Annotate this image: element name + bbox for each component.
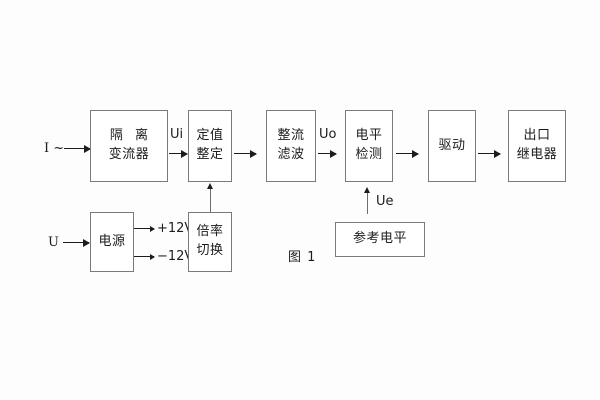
signal-label-uo: Uo — [319, 127, 337, 142]
block-setting-value: 定值 整定 — [188, 110, 232, 182]
block-isolating-converter-line1: 隔 离 — [109, 128, 153, 144]
block-output-relay-line2: 继电器 — [516, 147, 558, 162]
block-rectify-filter-line2: 滤波 — [277, 147, 305, 162]
block-drive: 驱动 — [428, 110, 476, 182]
block-multiplier-switch-line2: 切换 — [196, 243, 224, 258]
block-isolating-converter-line2: 变流器 — [108, 147, 150, 162]
block-output-relay: 出口 继电器 — [508, 110, 566, 182]
block-reference-level: 参考电平 — [335, 222, 425, 257]
arrow-input-to-power-supply — [63, 238, 90, 247]
rail-label-positive: +12V — [157, 221, 194, 236]
arrow-input-to-isolating-converter — [64, 144, 91, 153]
block-level-detect-line2: 检测 — [355, 147, 383, 162]
current-input-label: I ~ — [44, 141, 65, 156]
voltage-input-label: U — [48, 235, 59, 250]
arrow-drive-to-output-relay — [478, 149, 501, 158]
block-setting-value-line1: 定值 — [196, 128, 224, 144]
block-drive-line1: 驱动 — [438, 137, 466, 153]
block-level-detect: 电平 检测 — [345, 110, 393, 182]
block-rectify-filter-line1: 整流 — [277, 128, 305, 144]
figure-caption: 图 1 — [288, 250, 317, 265]
block-multiplier-switch: 倍率 切换 — [188, 212, 232, 272]
block-level-detect-line1: 电平 — [355, 128, 383, 144]
rail-label-negative: −12V — [157, 249, 194, 264]
arrow-setting-value-to-rectify-filter — [234, 149, 257, 158]
block-isolating-converter: 隔 离 变流器 — [90, 110, 168, 182]
arrow-power-supply-pos-rail — [134, 225, 155, 232]
block-multiplier-switch-line1: 倍率 — [196, 224, 224, 240]
signal-label-ue: Ue — [376, 194, 394, 209]
block-reference-level-line1: 参考电平 — [352, 231, 407, 247]
arrow-reference-level-to-level-detect — [364, 187, 370, 214]
block-power-supply-line1: 电源 — [98, 233, 126, 249]
block-rectify-filter: 整流 滤波 — [266, 110, 316, 182]
arrow-rectify-filter-to-level-detect — [318, 149, 337, 158]
block-output-relay-line1: 出口 — [523, 128, 551, 144]
arrow-power-supply-neg-rail — [134, 253, 155, 260]
arrow-level-detect-to-drive — [396, 149, 419, 158]
signal-label-ui: Ui — [170, 127, 184, 142]
arrow-multiplier-switch-to-setting-value — [207, 183, 213, 212]
arrow-isolating-converter-to-setting-value — [169, 149, 188, 158]
block-setting-value-line2: 整定 — [196, 147, 224, 162]
block-power-supply: 电源 — [90, 212, 134, 272]
